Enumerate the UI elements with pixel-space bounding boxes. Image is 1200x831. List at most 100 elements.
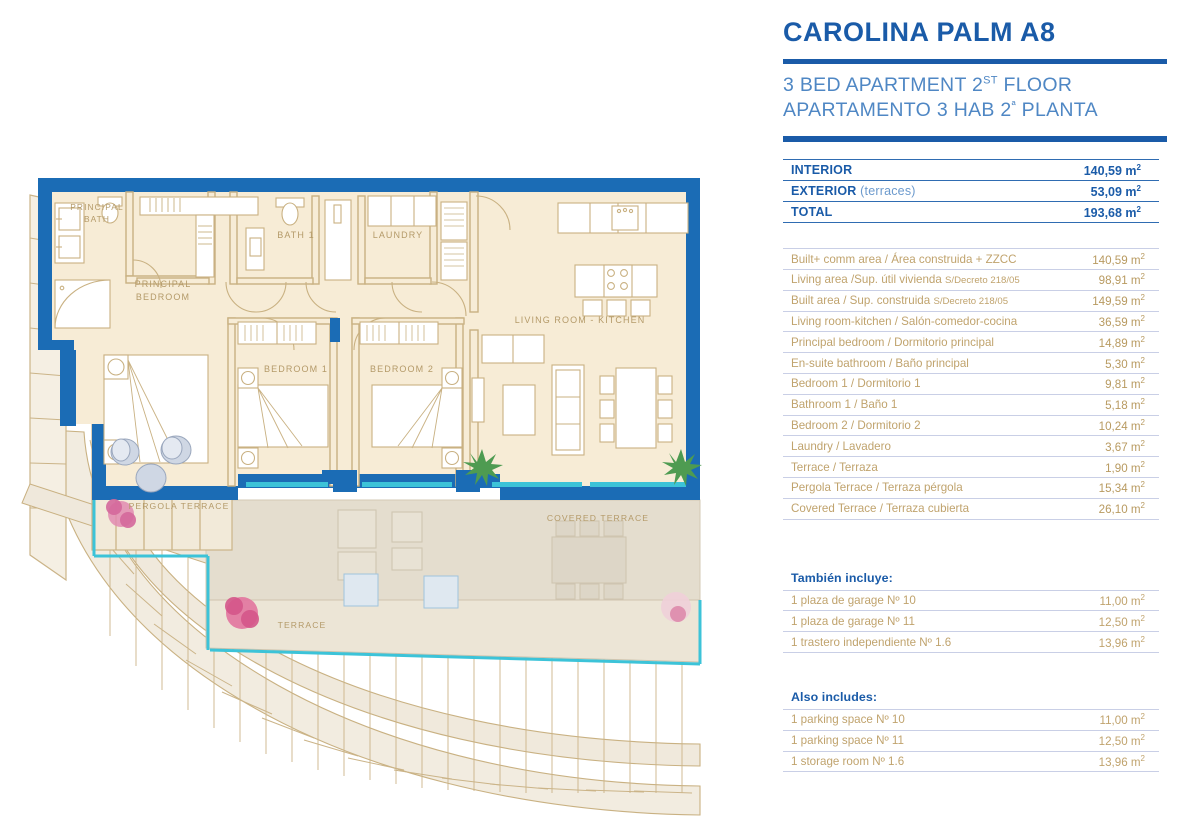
includes-row-label: 1 parking space Nº 10 (783, 708, 1024, 731)
includes-spanish-block: También incluye: 1 plaza de garage Nº 10… (783, 571, 1159, 653)
label-terrace: TERRACE (278, 620, 327, 630)
area-row-value: 14,89 m2 (1068, 331, 1159, 353)
area-row-label: Terrace / Terraza (783, 456, 1069, 478)
area-row-value: 5,30 m2 (1068, 352, 1159, 374)
table-row: Living room-kitchen / Salón-comedor-coci… (783, 310, 1159, 332)
area-row-label: En-suite bathroom / Baño principal (783, 352, 1069, 374)
summary-row-value: 53,09 m2 (1013, 180, 1159, 202)
includes-spanish-heading: También incluye: (791, 570, 893, 585)
area-detail-table: Built+ comm area / Área construida + ZZC… (783, 248, 1159, 520)
floor-plan: PRINCIPAL BATH PRINCIPAL BEDROOM BATH 1 … (21, 178, 702, 816)
area-row-value: 1,90 m2 (1068, 456, 1159, 478)
label-bath1: BATH 1 (277, 230, 314, 240)
includes-row-label: 1 storage room Nº 1.6 (783, 750, 1024, 773)
summary-row: EXTERIOR (terraces)53,09 m2 (783, 180, 1159, 202)
label-bedroom2: BEDROOM 2 (370, 364, 434, 374)
includes-english-heading: Also includes: (791, 689, 878, 704)
includes-row-value: 12,50 m2 (1050, 610, 1159, 632)
includes-row-label: 1 parking space Nº 11 (783, 729, 1024, 751)
area-row-value: 5,18 m2 (1068, 393, 1159, 416)
area-row-label: Principal bedroom / Dormitorio principal (783, 331, 1069, 353)
area-row-value: 36,59 m2 (1068, 310, 1159, 332)
living-room-furniture (471, 334, 673, 456)
area-row-label: Laundry / Lavadero (783, 435, 1069, 457)
area-row-label: Bedroom 2 / Dormitorio 2 (783, 414, 1069, 436)
subtitle-en-pre: 3 BED APARTMENT 2 (783, 73, 984, 96)
area-row-value: 10,24 m2 (1068, 414, 1159, 436)
summary-row-label: TOTAL (783, 201, 1014, 224)
label-principal-bedroom-2: BEDROOM (136, 292, 190, 302)
kitchen-units (557, 202, 689, 317)
page-title: CAROLINA PALM A8 (783, 17, 1056, 47)
title-divider (783, 58, 1167, 64)
area-row-value: 9,81 m2 (1068, 372, 1159, 395)
glass-balustrade (92, 496, 702, 666)
label-covered-terrace: COVERED TERRACE (547, 513, 649, 523)
bedroom1-furniture (237, 321, 329, 469)
laundry-fixtures (367, 195, 468, 281)
area-row-value: 140,59 m2 (1068, 248, 1159, 270)
terrace-railing-glass (343, 573, 459, 609)
includes-row-value: 13,96 m2 (1023, 750, 1159, 773)
summary-row-value: 193,68 m2 (1013, 201, 1159, 224)
subtitle-english: 3 BED APARTMENT 2ST FLOOR (783, 73, 1175, 99)
area-row-label: Built area / Sup. construida S/Decreto 2… (783, 289, 1069, 312)
subtitle-es-pre: APARTAMENTO 3 HAB 2 (783, 99, 1012, 122)
area-row-value: 3,67 m2 (1068, 435, 1159, 457)
area-row-label: Built+ comm area / Área construida + ZZC… (783, 248, 1069, 270)
label-living-kitchen: LIVING ROOM - KITCHEN (515, 315, 646, 325)
label-principal-bedroom: PRINCIPAL (135, 279, 192, 289)
area-row-value: 98,91 m2 (1068, 268, 1159, 291)
table-row: Principal bedroom / Dormitorio principal… (783, 331, 1159, 353)
includes-row-value: 13,96 m2 (1050, 631, 1159, 653)
bath1-fixtures (245, 197, 352, 281)
table-row: Built+ comm area / Área construida + ZZC… (783, 248, 1159, 270)
table-row: Built area / Sup. construida S/Decreto 2… (783, 289, 1159, 312)
area-row-label: Living room-kitchen / Salón-comedor-coci… (783, 310, 1069, 332)
label-principal-bath: PRINCIPAL (70, 202, 124, 212)
includes-row-label: 1 plaza de garage Nº 10 (783, 589, 1051, 611)
plant-icons (106, 449, 702, 629)
subtitle-spanish: APARTAMENTO 3 HAB 2ª PLANTA (783, 98, 1175, 124)
summary-row-label: EXTERIOR (terraces) (783, 180, 1014, 202)
subtitle-en-post: FLOOR (997, 73, 1073, 96)
subtitle-divider (783, 136, 1167, 143)
includes-row-value: 12,50 m2 (1023, 729, 1159, 751)
pergola-furniture (110, 435, 192, 493)
title-block: CAROLINA PALM A8 3 BED APARTMENT 2ST FLO… (775, 0, 1175, 143)
label-laundry: LAUNDRY (373, 230, 424, 240)
area-row-label: Bedroom 1 / Dormitorio 1 (783, 372, 1069, 395)
includes-row-label: 1 trastero independiente Nº 1.6 (783, 631, 1051, 653)
structural-columns (38, 178, 700, 492)
area-row-value: 149,59 m2 (1068, 289, 1159, 312)
room-labels: PRINCIPAL BATH PRINCIPAL BEDROOM BATH 1 … (70, 202, 649, 630)
includes-row-label: 1 plaza de garage Nº 11 (783, 610, 1051, 632)
includes-row-value: 11,00 m2 (1023, 708, 1159, 731)
table-row: Living area /Sup. útil vivienda S/Decret… (783, 268, 1159, 291)
info-panel: CAROLINA PALM A8 3 BED APARTMENT 2ST FLO… (775, 0, 1175, 831)
area-row-value: 15,34 m2 (1068, 476, 1159, 499)
area-row-value: 26,10 m2 (1068, 497, 1159, 520)
subtitle-en-sup: ST (983, 74, 998, 87)
principal-bath-fixtures (54, 196, 123, 329)
area-row-label: Pergola Terrace / Terraza pérgola (783, 476, 1069, 499)
